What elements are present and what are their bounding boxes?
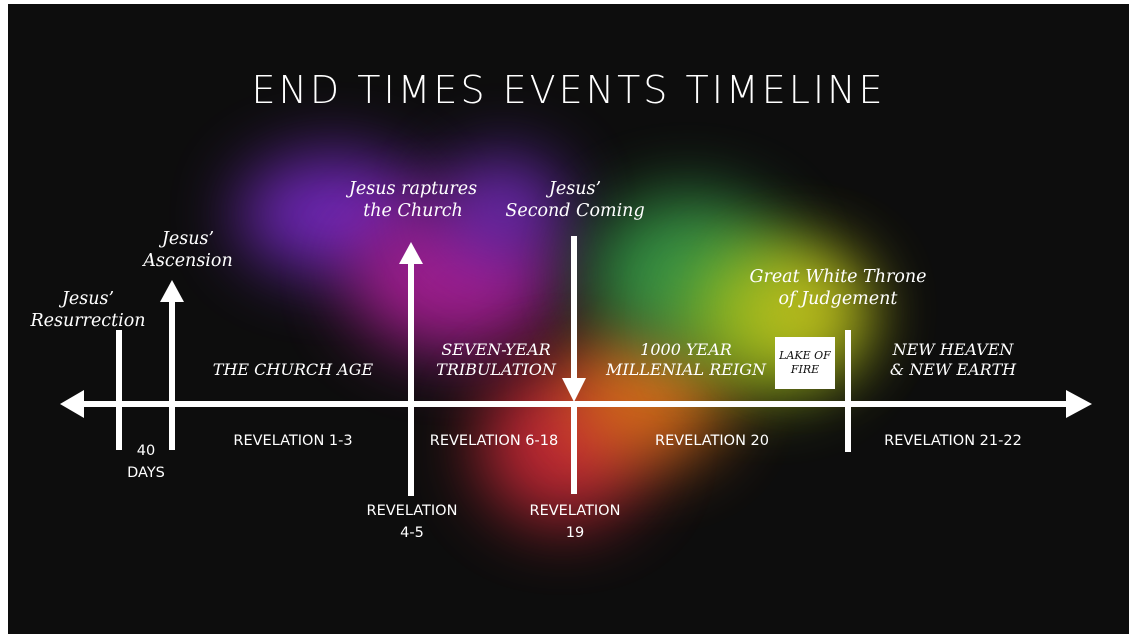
ascension-label: Jesus’ Ascension: [143, 229, 233, 271]
second-coming-label: Jesus’ Second Coming: [505, 179, 645, 221]
new-heaven-label: NEW HEAVEN & NEW EARTH: [889, 340, 1017, 379]
smoke-violet: [438, 154, 568, 264]
timeline-graphic: [60, 236, 1092, 496]
timeline-left-arrowhead: [60, 390, 84, 418]
ascension-arrowhead: [160, 280, 184, 302]
tribulation-reference: REVELATION 6-18: [429, 433, 559, 449]
church-age-label: THE CHURCH AGE: [212, 360, 374, 379]
slide: END TIMES EVENTS TIMELINE Jesus’ Resurre…: [8, 4, 1129, 634]
resurrection-label: Jesus’ Resurrection: [30, 289, 146, 331]
page-title: END TIMES EVENTS TIMELINE: [251, 68, 886, 112]
millennial-reference: REVELATION 20: [655, 433, 769, 449]
great-white-throne-label: Great White Throne of Judgement: [749, 267, 927, 309]
church-age-reference: REVELATION 1-3: [233, 433, 353, 449]
rapture-label: Jesus raptures the Church: [348, 179, 478, 221]
second-coming-arrowhead: [562, 378, 586, 402]
tribulation-label: SEVEN-YEAR TRIBULATION: [436, 340, 556, 379]
rapture-arrowhead: [399, 242, 423, 264]
rapture-reference: REVELATION 4-5: [366, 503, 458, 541]
new-heaven-reference: REVELATION 21-22: [884, 433, 1022, 449]
second-coming-reference: REVELATION 19: [529, 503, 621, 541]
forty-days-label: 40 DAYS: [127, 443, 165, 481]
lake-of-fire-box: LAKE OF FIRE: [775, 337, 835, 389]
timeline-right-arrowhead: [1066, 390, 1092, 418]
millennial-reign-label: 1000 YEAR MILLENIAL REIGN: [605, 340, 767, 379]
